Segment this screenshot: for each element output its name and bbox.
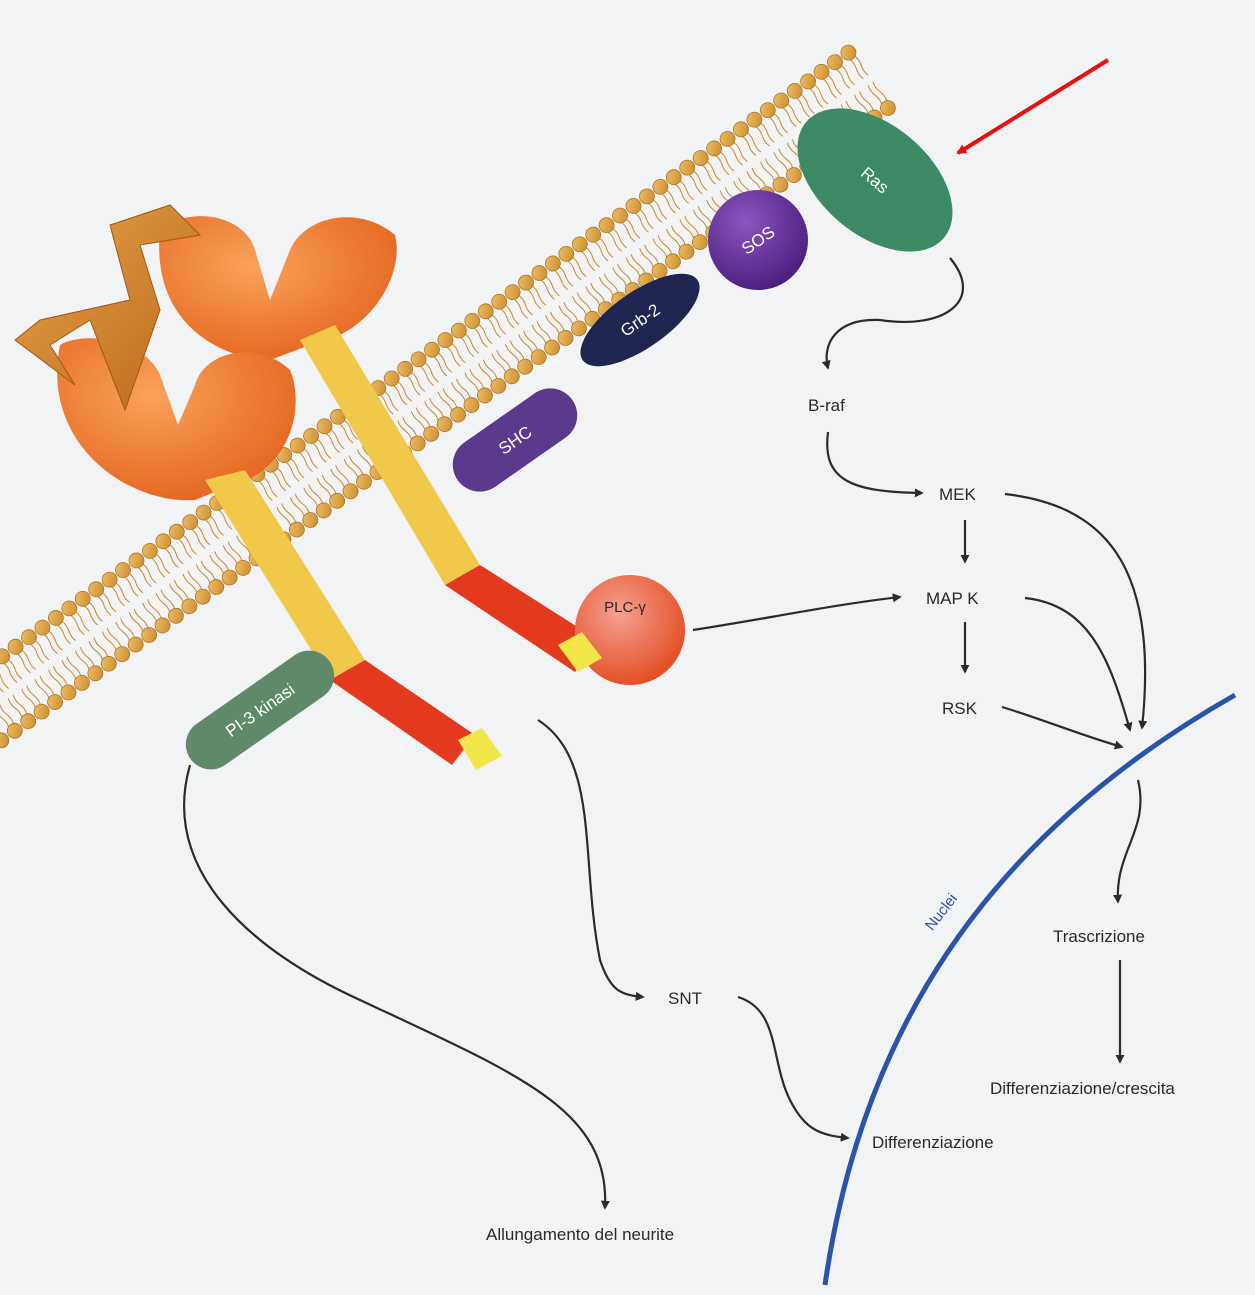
mapk-label: MAP K: [926, 589, 979, 608]
arrow-mapk-nucleus: [1025, 598, 1130, 730]
plc-gamma-label: PLC-γ: [604, 599, 646, 616]
differenziazione-label: Differenziazione: [872, 1133, 994, 1152]
arrow-rsk-nucleus: [1002, 707, 1122, 747]
arrow-nucleus-trascrizione: [1118, 780, 1141, 902]
highlight-arrow: [958, 60, 1108, 153]
arrow-plc-mapk: [693, 597, 900, 630]
shc: SHC: [442, 378, 588, 503]
arrow-receptor-snt: [538, 720, 643, 997]
arrow-mek-nucleus: [1005, 494, 1145, 728]
arrow-ras-braf: [827, 258, 963, 368]
rsk-label: RSK: [942, 699, 978, 718]
arrow-pi3-allungamento: [184, 765, 605, 1208]
differenziazione-crescita-label: Differenziazione/crescita: [990, 1079, 1175, 1098]
sos: SOS: [708, 190, 808, 290]
braf-label: B-raf: [808, 396, 845, 415]
allungamento-label: Allungamento del neurite: [486, 1225, 674, 1244]
mek-label: MEK: [939, 485, 977, 504]
nuclei-label: Nuclei: [922, 891, 961, 934]
trascrizione-label: Trascrizione: [1053, 927, 1145, 946]
arrow-braf-mek: [827, 432, 922, 493]
snt-label: SNT: [668, 989, 702, 1008]
nuclear-envelope: [825, 695, 1235, 1285]
plc-gamma: PLC-γ: [575, 575, 685, 685]
pi3-kinase: PI-3 kinasi: [176, 641, 344, 779]
arrow-snt-differenziazione: [738, 997, 848, 1138]
